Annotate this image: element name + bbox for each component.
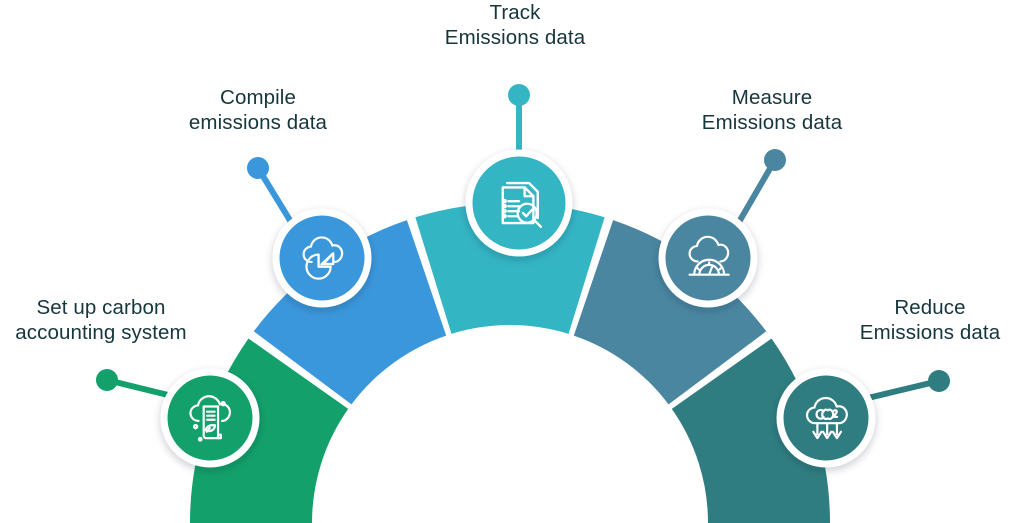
step-badge-set-up-carbon-accounting-system[interactable] bbox=[160, 368, 260, 468]
badge-disc-set-up-carbon-accounting-system bbox=[167, 375, 253, 461]
step-badge-compile-emissions-data[interactable] bbox=[272, 208, 372, 308]
step-badge-measure-emissions-data[interactable] bbox=[658, 208, 758, 308]
badge-disc-measure-emissions-data bbox=[665, 215, 751, 301]
connector-dot-set-up-carbon-accounting-system bbox=[96, 369, 118, 391]
document-search-check-icon bbox=[501, 181, 543, 228]
step-badge-reduce-emissions-data[interactable] bbox=[776, 368, 876, 468]
badge-disc-compile-emissions-data bbox=[279, 215, 365, 301]
step-label-measure-emissions-data: Measure Emissions data bbox=[701, 86, 843, 134]
connector-dot-measure-emissions-data bbox=[764, 149, 786, 171]
step-label-set-up-carbon-accounting-system: Set up carbon accounting system bbox=[15, 296, 187, 344]
connector-dot-compile-emissions-data bbox=[247, 157, 269, 179]
connector-dot-track-emissions-data bbox=[508, 84, 530, 106]
step-label-reduce-emissions-data: Reduce Emissions data bbox=[859, 296, 1001, 344]
connector-dot-reduce-emissions-data bbox=[928, 370, 950, 392]
cloud-co2-down-arrows-icon bbox=[805, 396, 848, 440]
cloud-gauge-icon bbox=[688, 235, 730, 276]
arc-segment-compile-emissions-data[interactable] bbox=[253, 220, 447, 405]
cloud-pie-chart-icon bbox=[302, 236, 344, 280]
step-label-compile-emissions-data: Compile emissions data bbox=[188, 86, 328, 134]
arc-segments-group bbox=[190, 203, 830, 523]
cloud-document-leaf-icon bbox=[189, 395, 231, 442]
step-badges-group bbox=[160, 149, 876, 468]
badge-disc-track-emissions-data bbox=[472, 156, 566, 250]
connectors-group bbox=[96, 84, 950, 401]
step-label-track-emissions-data: Track Emissions data bbox=[444, 1, 586, 49]
arc-segment-measure-emissions-data[interactable] bbox=[573, 220, 767, 405]
step-badge-track-emissions-data[interactable] bbox=[465, 149, 573, 257]
connector-line-measure-emissions-data bbox=[736, 157, 778, 225]
connector-line-reduce-emissions-data bbox=[865, 378, 942, 401]
